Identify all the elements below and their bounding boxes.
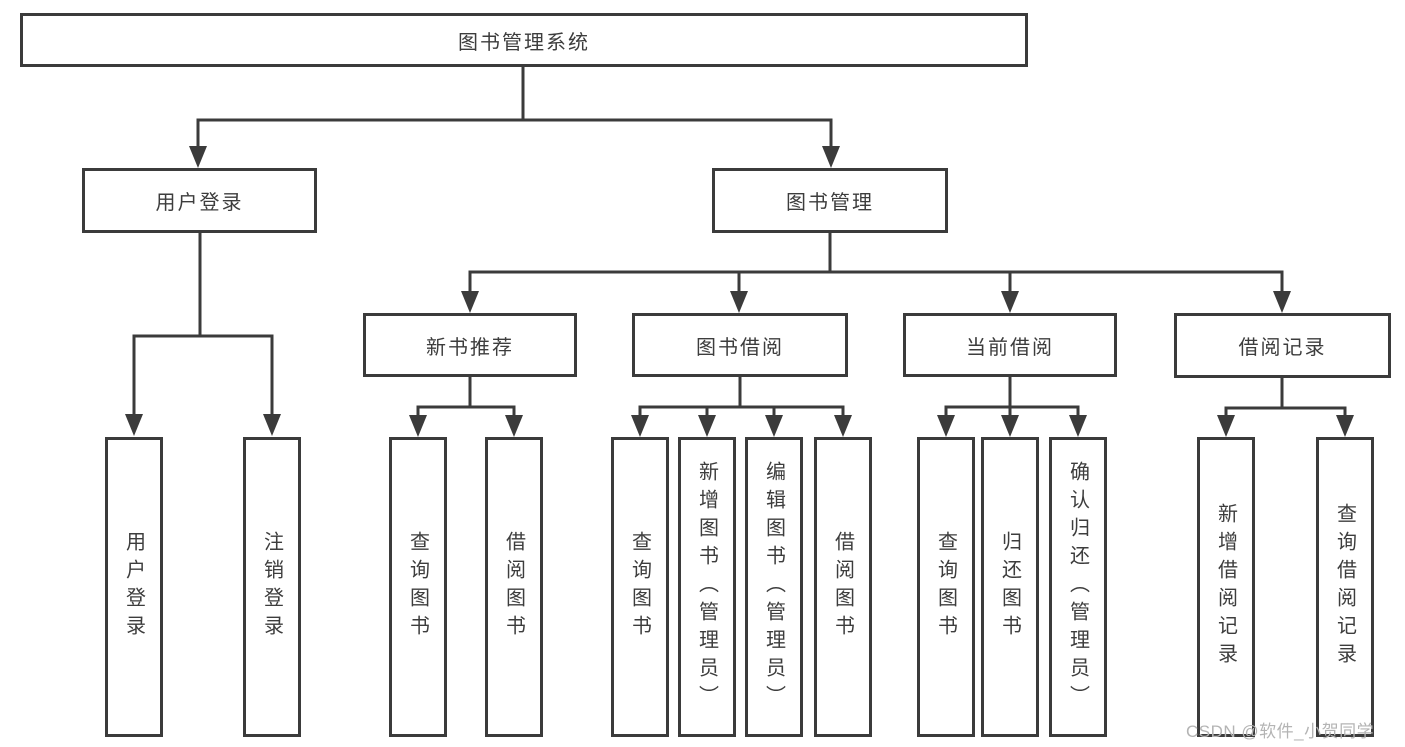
leaf-add-book-admin: 新增图书（管理员） <box>678 437 736 737</box>
node-book-management: 图书管理 <box>712 168 948 233</box>
node-book-borrow: 图书借阅 <box>632 313 848 377</box>
leaf-query-books-borrow: 查询图书 <box>611 437 669 737</box>
node-label: 图书管理系统 <box>458 31 590 54</box>
node-label: 查询图书 <box>628 531 651 643</box>
leaf-user-login: 用户登录 <box>105 437 163 737</box>
node-new-book-recommend: 新书推荐 <box>363 313 577 377</box>
leaf-borrow-books-recommend: 借阅图书 <box>485 437 543 737</box>
node-label: 借阅图书 <box>831 531 854 643</box>
node-current-borrow: 当前借阅 <box>903 313 1117 377</box>
leaf-logout: 注销登录 <box>243 437 301 737</box>
node-label: 新增图书（管理员） <box>695 461 718 713</box>
node-label: 用户登录 <box>122 531 145 643</box>
edge-user-login-group <box>132 233 274 416</box>
node-label: 新增借阅记录 <box>1214 503 1237 671</box>
node-label: 注销登录 <box>260 531 283 643</box>
node-label: 查询图书 <box>406 531 429 643</box>
edge-book-management-arrowheads <box>461 291 1291 313</box>
node-label: 归还图书 <box>998 531 1021 643</box>
leaf-query-books-current: 查询图书 <box>917 437 975 737</box>
node-label: 用户登录 <box>155 192 244 214</box>
edge-borrow-records-group <box>1224 378 1347 417</box>
node-user-login: 用户登录 <box>82 168 317 233</box>
edge-borrow-records-arrowheads <box>1217 415 1354 437</box>
node-library-system: 图书管理系统 <box>20 13 1028 67</box>
edge-current-borrow-group <box>944 377 1080 417</box>
edge-root-arrowheads <box>189 146 840 168</box>
edge-current-borrow-arrowheads <box>937 415 1087 437</box>
leaf-confirm-return-admin: 确认归还（管理员） <box>1049 437 1107 737</box>
leaf-query-books-recommend: 查询图书 <box>389 437 447 737</box>
leaf-return-books: 归还图书 <box>981 437 1039 737</box>
leaf-add-borrow-record: 新增借阅记录 <box>1197 437 1255 737</box>
node-label: 新书推荐 <box>426 336 514 359</box>
node-label: 确认归还（管理员） <box>1066 461 1089 713</box>
node-label: 借阅图书 <box>502 531 525 643</box>
edge-root-to-level2 <box>196 67 833 150</box>
node-label: 查询借阅记录 <box>1333 503 1356 671</box>
node-label: 借阅记录 <box>1238 337 1327 359</box>
edge-book-borrow-group <box>638 377 845 417</box>
node-label: 编辑图书（管理员） <box>762 461 785 713</box>
node-label: 当前借阅 <box>966 336 1054 359</box>
edge-new-book-group <box>416 377 516 417</box>
csdn-watermark: CSDN @软件_小贺同学 <box>1186 722 1375 741</box>
node-borrow-records: 借阅记录 <box>1174 313 1391 378</box>
leaf-edit-book-admin: 编辑图书（管理员） <box>745 437 803 737</box>
leaf-borrow-books: 借阅图书 <box>814 437 872 737</box>
node-label: 图书管理 <box>786 192 874 214</box>
edge-new-book-arrowheads <box>409 415 523 437</box>
leaf-query-borrow-record: 查询借阅记录 <box>1316 437 1374 737</box>
edge-user-login-arrowheads <box>125 414 281 436</box>
node-label: 图书借阅 <box>696 336 784 359</box>
node-label: 查询图书 <box>934 531 957 643</box>
edge-book-management-group <box>468 232 1284 293</box>
edge-book-borrow-arrowheads <box>631 415 852 437</box>
